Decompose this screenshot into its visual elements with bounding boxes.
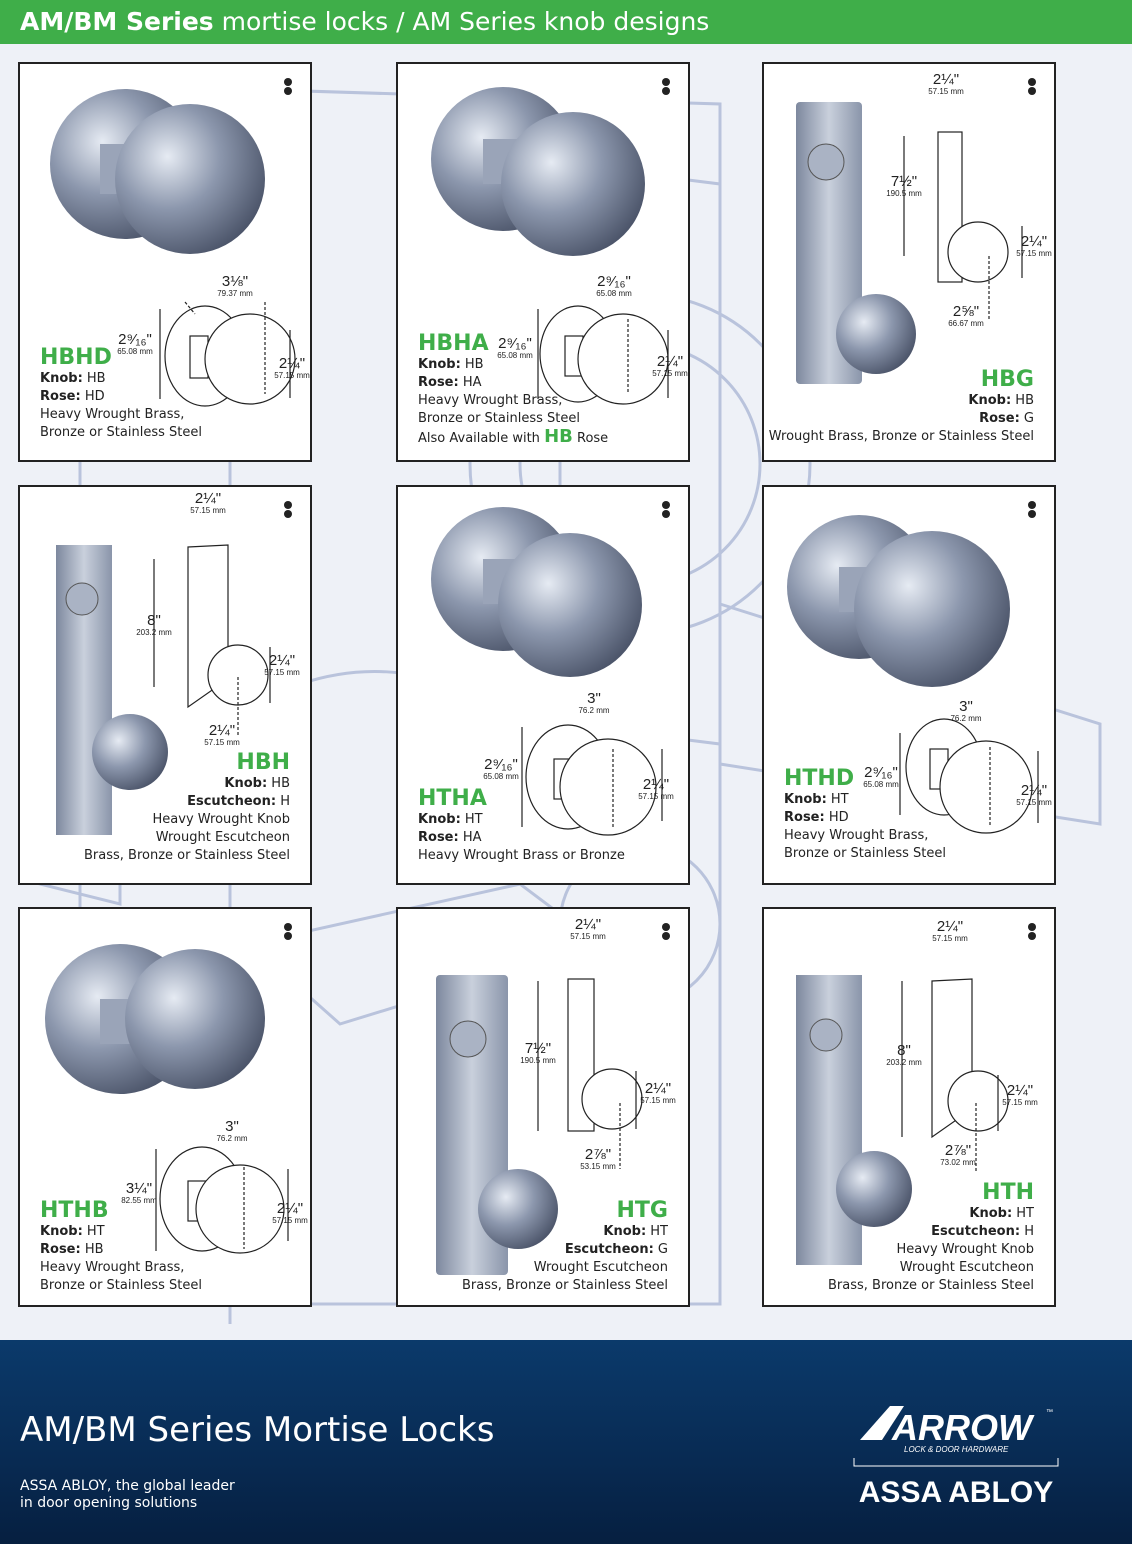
dim-1: 2¼"57.15 mm <box>932 918 968 943</box>
dim-3: 2¼"57.15 mm <box>1016 233 1052 258</box>
dim-1: 3"76.2 mm <box>950 698 982 723</box>
mounting-holes-icon <box>662 923 670 941</box>
mounting-holes-icon <box>284 501 292 519</box>
card-hbh: 2¼"57.15 mm 8"203.2 mm 2¼"57.15 mm 2¼"57… <box>18 485 312 885</box>
page-header: AM/BM Series mortise locks / AM Series k… <box>0 0 1132 44</box>
knob-illustration <box>50 89 296 407</box>
dim-1: 2¼"57.15 mm <box>928 71 964 96</box>
dim-1: 3"76.2 mm <box>578 690 610 715</box>
card-info: HBHA Knob: HB Rose: HA Heavy Wrought Bra… <box>418 331 609 447</box>
dim-1: 3"76.2 mm <box>216 1118 248 1143</box>
card-info: HBG Knob: HB Rose: G Wrought Brass, Bron… <box>768 367 1034 445</box>
knob-illustration <box>436 975 643 1275</box>
card-info: HTH Knob: HT Escutcheon: H Heavy Wrought… <box>827 1180 1034 1294</box>
card-hbg: 2¼"57.15 mm 7½"190.5 mm 2¼"57.15 mm 2⅝"6… <box>762 62 1056 462</box>
mounting-holes-icon <box>662 501 670 519</box>
card-info: HTHA Knob: HT Rose: HA Heavy Wrought Bra… <box>418 786 625 864</box>
model-code: HBG <box>980 367 1034 392</box>
knob-illustration <box>56 544 271 835</box>
dim-2: 2⁹⁄₁₆"65.08 mm <box>483 756 519 781</box>
model-code: HTHA <box>418 786 487 811</box>
model-code: HBHD <box>40 345 112 370</box>
card-info: HTG Knob: HT Escutcheon: G Wrought Escut… <box>461 1198 668 1294</box>
svg-text:LOCK & DOOR HARDWARE: LOCK & DOOR HARDWARE <box>904 1445 1009 1454</box>
header-subtitle: mortise locks / AM Series knob designs <box>213 7 710 36</box>
knob-illustration <box>431 507 663 836</box>
dim-4: 2⅞"53.15 mm <box>580 1146 616 1171</box>
card-hth: 2¼"57.15 mm 8"203.2 mm 2¼"57.15 mm 2⅞"73… <box>762 907 1056 1307</box>
dim-3: 2¼"57.15 mm <box>274 355 310 380</box>
model-code: HBH <box>236 750 290 775</box>
dim-2: 2⁹⁄₁₆"65.08 mm <box>117 331 153 356</box>
dim-2: 3¼"82.55 mm <box>121 1180 157 1205</box>
dim-2: 8"203.2 mm <box>886 1042 922 1067</box>
dim-3: 2¼"57.15 mm <box>640 1080 676 1105</box>
dim-2: 2⁹⁄₁₆"65.08 mm <box>863 764 899 789</box>
dim-3: 2¼"57.15 mm <box>1002 1082 1038 1107</box>
card-hthd: 3"76.2 mm 2⁹⁄₁₆"65.08 mm 2¼"57.15 mm HTH… <box>762 485 1056 885</box>
card-htg: 2¼"57.15 mm 7½"190.5 mm 2¼"57.15 mm 2⅞"5… <box>396 907 690 1307</box>
arrow-assa-abloy-logo: ARROW ™ LOCK & DOOR HARDWARE ASSA ABLOY <box>853 1406 1059 1509</box>
dim-3: 2¼"57.15 mm <box>264 652 300 677</box>
card-info: HBH Knob: HB Escutcheon: H Heavy Wrought… <box>83 750 290 864</box>
mounting-holes-icon <box>1028 501 1036 519</box>
page-footer: AM/BM Series Mortise Locks ASSA ABLOY, t… <box>0 1340 1132 1544</box>
knob-illustration <box>796 102 1023 384</box>
card-info: HBHD Knob: HB Rose: HD Heavy Wrought Bra… <box>40 345 202 441</box>
header-series: AM/BM Series <box>20 7 214 36</box>
knob-illustration <box>787 515 1039 834</box>
card-hbhd: 3⅛"79.37 mm 2⁹⁄₁₆"65.08 mm 2¼"57.15 mm H… <box>18 62 312 462</box>
knob-illustration <box>431 87 669 405</box>
dim-4: 2¼"57.15 mm <box>204 722 240 747</box>
dim-3: 2¼"57.15 mm <box>652 353 688 378</box>
card-info: HTHB Knob: HT Rose: HB Heavy Wrought Bra… <box>40 1198 202 1294</box>
dim-2: 2⁹⁄₁₆"65.08 mm <box>497 335 533 360</box>
card-info: HTHD Knob: HT Rose: HD Heavy Wrought Bra… <box>784 766 946 862</box>
dim-3: 2¼"57.15 mm <box>272 1200 308 1225</box>
dim-3: 2¼"57.15 mm <box>1016 782 1052 807</box>
model-code: HTG <box>616 1198 668 1223</box>
dim-1: 2¼"57.15 mm <box>190 490 226 515</box>
mounting-holes-icon <box>1028 923 1036 941</box>
knob-illustration <box>796 975 1009 1265</box>
dim-3: 2¼"57.15 mm <box>638 776 674 801</box>
dim-2: 7½"190.5 mm <box>886 173 922 198</box>
card-hbha: 2⁹⁄₁₆"65.08 mm 2⁹⁄₁₆"65.08 mm 2¼"57.15 m… <box>396 62 690 462</box>
footer-title: AM/BM Series Mortise Locks <box>20 1410 495 1450</box>
model-code: HTH <box>982 1180 1034 1205</box>
mounting-holes-icon <box>1028 78 1036 96</box>
card-htha: 3"76.2 mm 2⁹⁄₁₆"65.08 mm 2¼"57.15 mm HTH… <box>396 485 690 885</box>
model-code: HBHA <box>418 331 489 356</box>
mounting-holes-icon <box>662 78 670 96</box>
dim-1: 3⅛"79.37 mm <box>217 273 253 298</box>
dim-4: 2⅝"66.67 mm <box>948 303 984 328</box>
model-code: HTHD <box>784 766 855 791</box>
dim-1: 2¼"57.15 mm <box>570 916 606 941</box>
svg-text:ASSA ABLOY: ASSA ABLOY <box>859 1476 1053 1509</box>
dim-4: 2⅞"73.02 mm <box>940 1142 976 1167</box>
model-code: HTHB <box>40 1198 109 1223</box>
svg-text:™: ™ <box>1046 1409 1053 1416</box>
dim-2: 8"203.2 mm <box>136 612 172 637</box>
dim-1: 2⁹⁄₁₆"65.08 mm <box>596 273 632 298</box>
dim-2: 7½"190.5 mm <box>520 1040 556 1065</box>
card-hthb: 3"76.2 mm 3¼"82.55 mm 2¼"57.15 mm HTHB K… <box>18 907 312 1307</box>
knob-illustration <box>45 944 289 1254</box>
svg-text:ARROW: ARROW <box>891 1407 1035 1448</box>
mounting-holes-icon <box>284 78 292 96</box>
mounting-holes-icon <box>284 923 292 941</box>
